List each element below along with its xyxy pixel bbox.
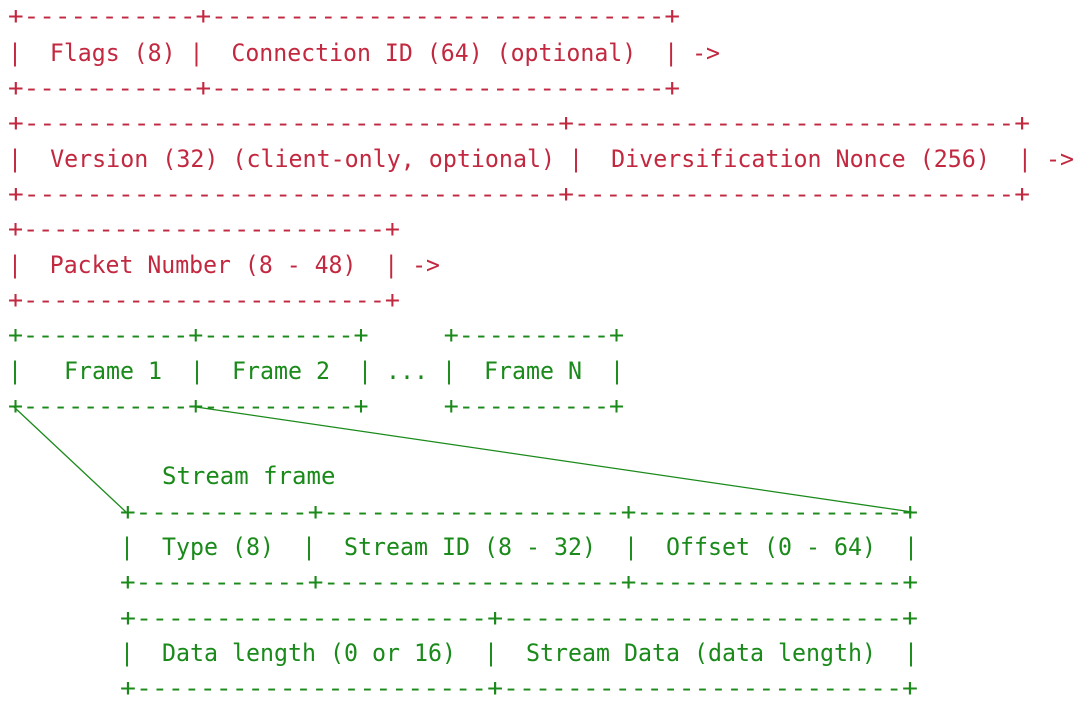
stream-frame-row2-top-border: +----------------------+----------------…: [120, 604, 918, 632]
stream-frame-row1-top-border: +-----------+-------------------+-------…: [120, 498, 918, 526]
connector-line-left: [13, 406, 127, 513]
header-row1-bottom-border: +-----------+---------------------------…: [8, 74, 680, 102]
header-row3-fields: | Packet Number (8 - 48) | ->: [8, 251, 440, 279]
header-row1-top-border: +-----------+---------------------------…: [8, 2, 680, 30]
stream-frame-row2-bottom-border: +----------------------+----------------…: [120, 674, 918, 702]
header-row2-bottom-border: +----------------------------------+----…: [8, 180, 1030, 208]
header-row1-fields: | Flags (8) | Connection ID (64) (option…: [8, 39, 720, 67]
stream-frame-row2-fields: | Data length (0 or 16) | Stream Data (d…: [120, 639, 918, 667]
stream-frame-label: Stream frame: [162, 462, 335, 490]
header-row2-fields: | Version (32) (client-only, optional) |…: [8, 145, 1074, 173]
header-row3-top-border: +------------------------+: [8, 215, 400, 243]
frames-top-border: +-----------+----------+ +----------+: [8, 321, 624, 349]
header-row3-bottom-border: +------------------------+: [8, 286, 400, 314]
header-row2-top-border: +----------------------------------+----…: [8, 109, 1030, 137]
connector-line-right: [195, 406, 913, 513]
stream-frame-row1-bottom-border: +-----------+-------------------+-------…: [120, 568, 918, 596]
stream-frame-row1-fields: | Type (8) | Stream ID (8 - 32) | Offset…: [120, 533, 918, 561]
frames-bottom-border: +-----------+----------+ +----------+: [8, 392, 624, 420]
frames-row: | Frame 1 | Frame 2 | ... | Frame N |: [8, 357, 624, 385]
